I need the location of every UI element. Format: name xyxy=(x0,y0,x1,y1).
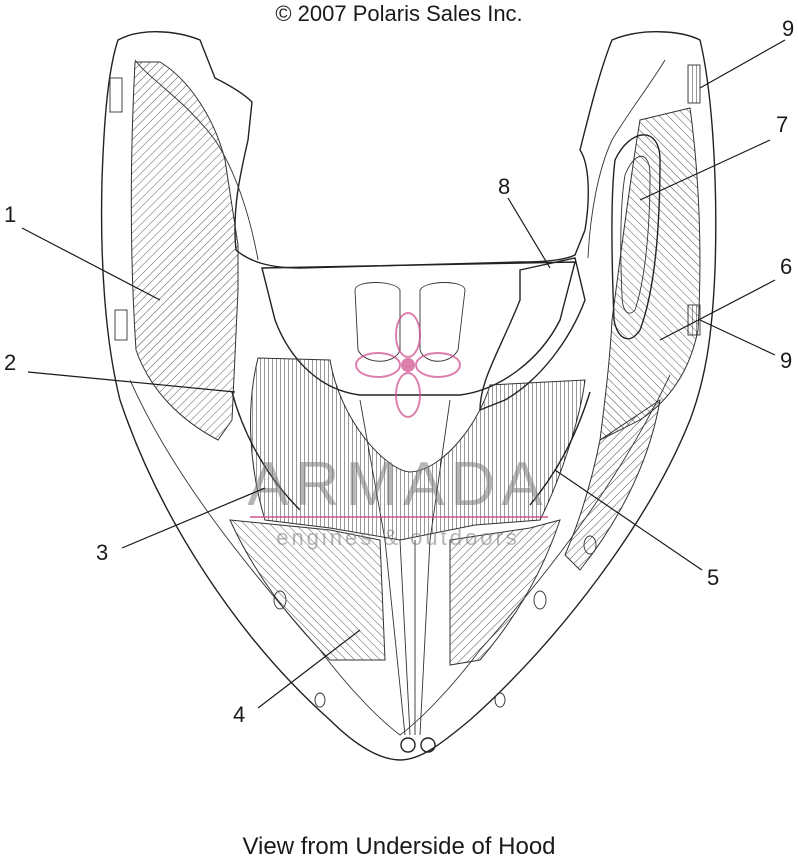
watermark-logo xyxy=(355,312,461,418)
side-mounting-bosses xyxy=(273,535,597,708)
center-seams xyxy=(359,399,451,736)
callout-4: 4 xyxy=(233,702,245,727)
right-side-strip xyxy=(564,398,661,571)
nose-fastener-left xyxy=(400,737,416,753)
center-tray xyxy=(261,261,576,396)
leader-1 xyxy=(21,227,161,301)
callout-1: 1 xyxy=(4,202,16,227)
leader-9a xyxy=(699,39,786,89)
lower-insulation-panel-right xyxy=(449,519,561,666)
left-insulation-panel xyxy=(130,61,239,441)
callout-3: 3 xyxy=(96,540,108,565)
callout-8: 8 xyxy=(498,174,510,199)
left-small-vents xyxy=(109,77,128,341)
right-vent-inner xyxy=(620,156,651,314)
leader-5 xyxy=(554,469,703,571)
leader-2 xyxy=(27,371,236,393)
right-insulation-panel xyxy=(599,107,701,441)
diagram-caption: View from Underside of Hood xyxy=(242,833,556,860)
leader-7 xyxy=(639,139,771,201)
front-insulation-panel xyxy=(250,357,586,541)
copyright-notice: © 2007 Polaris Sales Inc. xyxy=(275,1,523,26)
watermark-brand: ARMADA xyxy=(247,450,548,519)
callout-9-top: 9 xyxy=(782,16,794,41)
left-edge-strip xyxy=(231,391,301,511)
lower-insulation-panel xyxy=(229,519,386,661)
watermark-tagline: engines & outdoors xyxy=(276,525,520,550)
leader-8 xyxy=(507,197,551,269)
leader-6 xyxy=(659,279,776,341)
leader-9b xyxy=(699,319,776,356)
right-vent-opening xyxy=(611,134,661,340)
callout-7: 7 xyxy=(776,112,788,137)
callout-9-bottom: 9 xyxy=(780,348,792,373)
callout-6: 6 xyxy=(780,254,792,279)
center-tray-cutouts xyxy=(354,282,466,362)
nose-fastener-right xyxy=(420,737,436,753)
callout-labels: 1 2 3 4 5 6 7 8 9 9 xyxy=(4,16,794,727)
leader-4 xyxy=(257,629,361,709)
right-bracket xyxy=(479,257,586,412)
right-edge-strip xyxy=(529,391,591,506)
right-small-vents xyxy=(687,64,701,336)
leader-lines xyxy=(21,39,786,709)
watermark: ARMADA engines & outdoors xyxy=(247,312,548,550)
callout-2: 2 xyxy=(4,350,16,375)
leader-3 xyxy=(121,487,266,549)
callout-5: 5 xyxy=(707,565,719,590)
